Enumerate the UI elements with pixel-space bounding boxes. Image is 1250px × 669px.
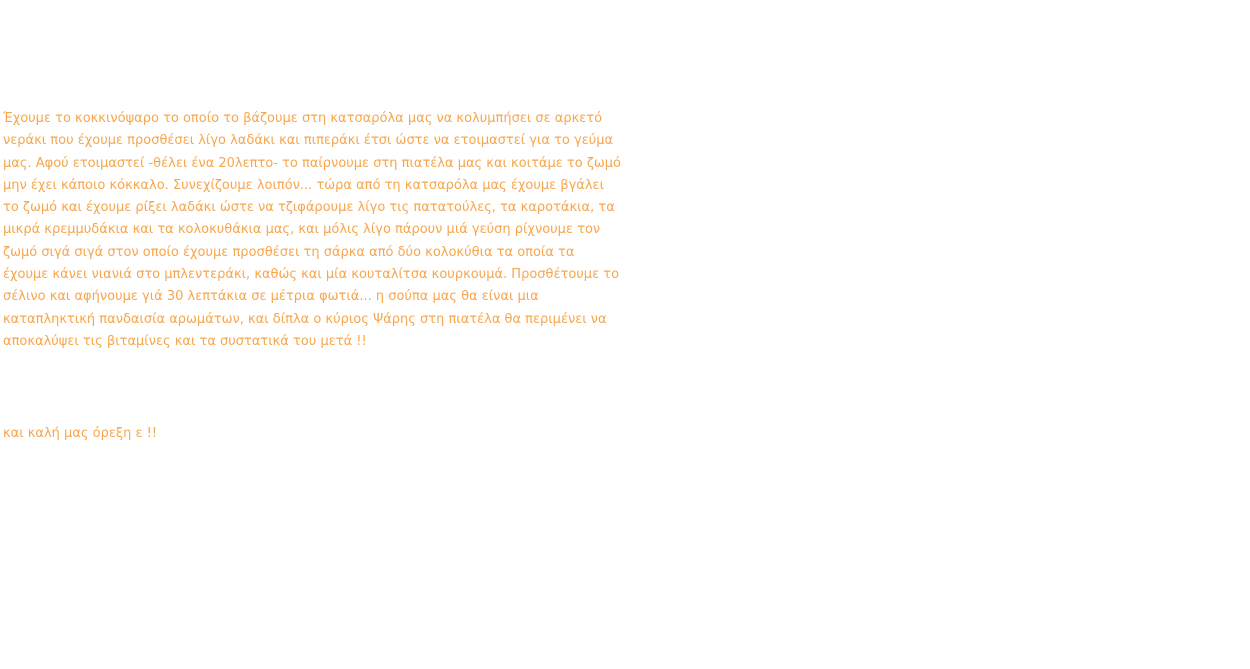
paragraph-line: αποκαλύψει τις βιταμίνες και τα συστατικ… — [3, 333, 367, 349]
paragraph-line: καταπληκτική πανδαισία αρωμάτων, και δίπ… — [3, 311, 607, 327]
paragraph-line: νεράκι που έχουμε προσθέσει λίγο λαδάκι … — [3, 133, 614, 149]
article-paragraph: Έχουμε το κοκκινόψαρο το οποίο το βάζουμ… — [3, 108, 621, 353]
paragraph-line: το ζωμό και έχουμε ρίξει λαδάκι ώστε να … — [3, 200, 615, 216]
paragraph-line: μην έχει κάποιο κόκκαλο. Συνεχίζουμε λοι… — [3, 177, 604, 193]
paragraph-line: σέλινο και αφήνουμε γιά 30 λεπτάκια σε μ… — [3, 289, 539, 305]
paragraph-line: έχουμε κάνει νιανιά στο μπλεντεράκι, καθ… — [3, 267, 620, 283]
paragraph-line: Έχουμε το κοκκινόψαρο το οποίο το βάζουμ… — [3, 111, 603, 126]
closing-line: και καλή μας όρεξη ε !! — [3, 426, 158, 441]
paragraph-line: μικρά κρεμμυδάκια και τα κολοκυθάκια μας… — [3, 222, 601, 238]
paragraph-line: ζωμό σιγά σιγά στον οποίο έχουμε προσθέσ… — [3, 244, 575, 260]
paragraph-line: μας. Αφού ετοιμαστεί -θέλει ένα 20λεπτο-… — [3, 155, 621, 171]
